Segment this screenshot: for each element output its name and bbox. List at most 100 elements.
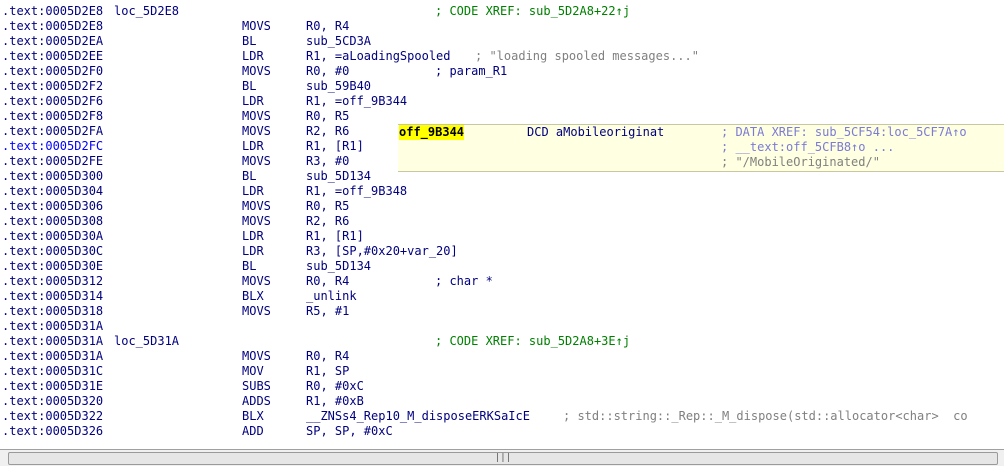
mnemonic: BLX	[242, 289, 264, 303]
operands[interactable]: R1, =off_9B344	[306, 94, 408, 108]
operands[interactable]: sub_5D134	[306, 169, 372, 183]
hint-xref-2: ; __text:off_5CFB8↑o ...	[721, 140, 895, 154]
operands[interactable]: __ZNSs4_Rep10_M_disposeERKSaIcE	[306, 409, 530, 423]
address: .text:0005D2F2	[2, 79, 104, 93]
comment: ; CODE XREF: sub_5D2A8+22↑j	[435, 4, 631, 18]
horizontal-scrollbar[interactable]: |||	[0, 449, 1004, 466]
listing-line[interactable]: .text:0005D2EA BL sub_5CD3A	[0, 34, 1004, 49]
address: .text:0005D2FC	[2, 139, 104, 153]
address: .text:0005D30C	[2, 244, 104, 258]
hint-xref-1: ; DATA XREF: sub_5CF54:loc_5CF7A↑o	[721, 125, 967, 139]
address: .text:0005D306	[2, 199, 104, 213]
scrollbar-grip-icon: |||	[494, 453, 512, 463]
operands[interactable]: R3, #0	[306, 154, 350, 168]
operands[interactable]: R2, R6	[306, 124, 350, 138]
address: .text:0005D31A	[2, 349, 104, 363]
mnemonic: MOVS	[242, 349, 271, 363]
listing-line[interactable]: .text:0005D31E SUBS R0, #0xC	[0, 379, 1004, 394]
operands[interactable]: R1, SP	[306, 364, 350, 378]
listing-line[interactable]: .text:0005D2FC LDR R1, [R1]	[0, 139, 1004, 154]
operands[interactable]: R1, #0xB	[306, 394, 364, 408]
operands[interactable]: R0, R4	[306, 349, 350, 363]
code-label[interactable]: loc_5D31A	[114, 334, 180, 348]
address: .text:0005D31E	[2, 379, 104, 393]
listing-line[interactable]: .text:0005D2FE MOVS R3, #0	[0, 154, 1004, 169]
operands[interactable]: R1, [R1]	[306, 139, 364, 153]
operands[interactable]: R5, #1	[306, 304, 350, 318]
operands[interactable]: R2, R6	[306, 214, 350, 228]
address: .text:0005D2FA	[2, 124, 104, 138]
address: .text:0005D31A	[2, 319, 104, 333]
operands[interactable]: R0, R5	[306, 109, 350, 123]
mnemonic: MOVS	[242, 154, 271, 168]
code-label[interactable]: loc_5D2E8	[114, 4, 180, 18]
mnemonic: BL	[242, 169, 257, 183]
mnemonic: LDR	[242, 139, 264, 153]
mnemonic: LDR	[242, 244, 264, 258]
mnemonic: MOVS	[242, 304, 271, 318]
operands[interactable]: R0, R4	[306, 19, 350, 33]
mnemonic: LDR	[242, 184, 264, 198]
mnemonic: BLX	[242, 409, 264, 423]
comment: ; std::string::_Rep::_M_dispose(std::all…	[563, 409, 968, 423]
address: .text:0005D2E8	[2, 4, 104, 18]
listing-line[interactable]: .text:0005D300 BL sub_5D134	[0, 169, 1004, 184]
comment: ; param_R1	[435, 64, 508, 78]
operands[interactable]: _unlink	[306, 289, 357, 303]
operands[interactable]: SP, SP, #0xC	[306, 424, 393, 438]
listing-line[interactable]: .text:0005D322 BLX __ZNSs4_Rep10_M_dispose…	[0, 409, 1004, 424]
operands[interactable]: sub_59B40	[306, 79, 372, 93]
operands[interactable]: R3, [SP,#0x20+var_20]	[306, 244, 458, 258]
operands[interactable]: R0, R4	[306, 274, 350, 288]
mnemonic: BL	[242, 34, 257, 48]
address: .text:0005D2F6	[2, 94, 104, 108]
operands[interactable]: R1, [R1]	[306, 229, 364, 243]
address: .text:0005D2EA	[2, 34, 104, 48]
hint-popup: off_9B344 DCD aMobileoriginat ; DATA XRE…	[398, 124, 1004, 172]
mnemonic: MOV	[242, 364, 264, 378]
mnemonic: BL	[242, 259, 257, 273]
operands[interactable]: R0, R5	[306, 199, 350, 213]
scrollbar-thumb[interactable]: |||	[8, 452, 998, 465]
address: .text:0005D300	[2, 169, 104, 183]
comment: ; "loading spooled messages..."	[475, 49, 699, 63]
address: .text:0005D312	[2, 274, 104, 288]
listing-line[interactable]: .text:0005D30C LDR R3, [SP,#0x20+var_20]	[0, 244, 1004, 259]
operands[interactable]: sub_5CD3A	[306, 34, 372, 48]
mnemonic: SUBS	[242, 379, 271, 393]
mnemonic: MOVS	[242, 109, 271, 123]
listing-line[interactable]: .text:0005D31A	[0, 319, 1004, 334]
address: .text:0005D2FE	[2, 154, 104, 168]
address: .text:0005D322	[2, 409, 104, 423]
operands[interactable]: R1, =off_9B348	[306, 184, 408, 198]
disassembly-listing[interactable]: .text:0005D2E8 loc_5D2E8 ; CODE XREF: sub_…	[0, 4, 1004, 442]
mnemonic: MOVS	[242, 64, 271, 78]
operands[interactable]: R0, #0	[306, 64, 350, 78]
address: .text:0005D30A	[2, 229, 104, 243]
listing-line[interactable]: .text:0005D31A MOVS R0, R4	[0, 349, 1004, 364]
operands[interactable]: R1, =aLoadingSpooled	[306, 49, 451, 63]
operands[interactable]: sub_5D134	[306, 259, 372, 273]
address: .text:0005D326	[2, 424, 104, 438]
listing-line[interactable]: .text:0005D2E8 loc_5D2E8 ; CODE XREF: sub_…	[0, 4, 1004, 19]
operands[interactable]: R0, #0xC	[306, 379, 364, 393]
